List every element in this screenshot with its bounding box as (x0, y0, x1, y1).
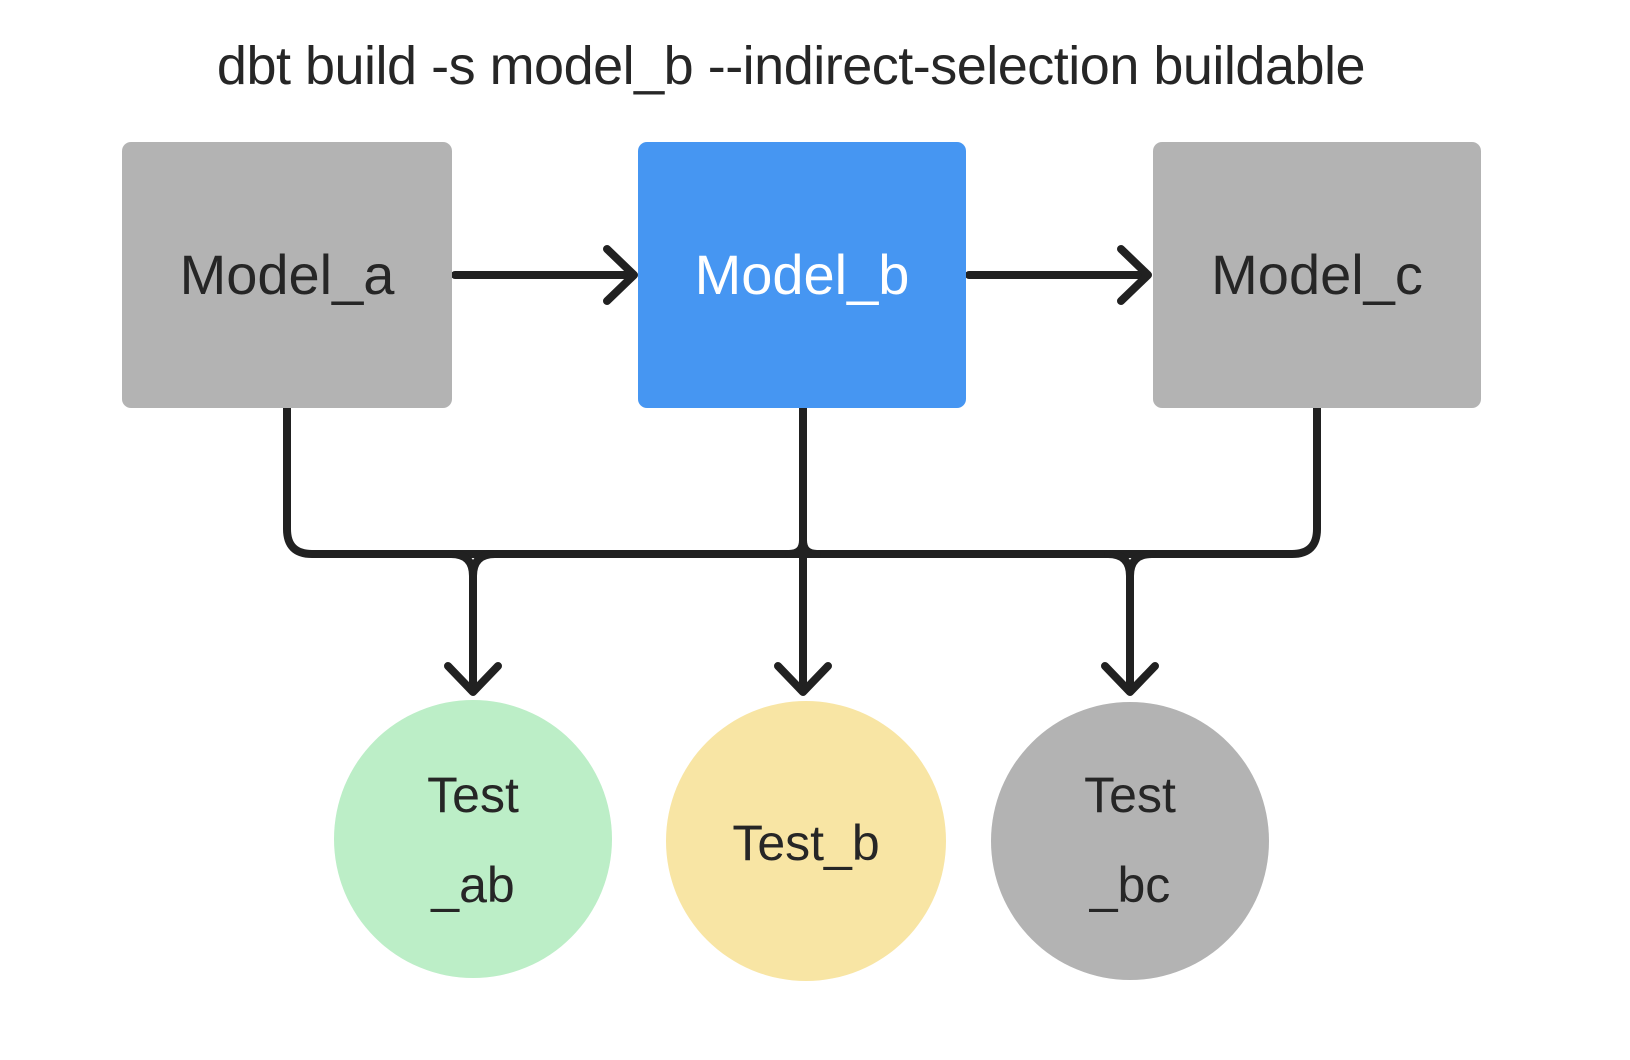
arrowhead-test-ab-icon (444, 662, 502, 696)
model-nodes: Model_a Model_b Model_c (122, 142, 1481, 408)
edge-stem-test-bc (1104, 550, 1156, 690)
node-model-b-label: Model_b (695, 243, 910, 306)
node-model-b (638, 142, 966, 408)
node-test-b-label: Test_b (732, 815, 879, 871)
node-test-b (666, 701, 946, 981)
test-nodes: Test _ab Test_b Test _bc (334, 700, 1269, 981)
node-model-a-label: Model_a (180, 243, 396, 306)
node-test-ab (334, 700, 612, 978)
arrowhead-test-bc-icon (1101, 662, 1159, 696)
node-model-c (1153, 142, 1481, 408)
node-test-bc-label-line1: Test (1084, 767, 1176, 823)
node-model-c-label: Model_c (1211, 243, 1423, 306)
node-test-bc (991, 702, 1269, 980)
node-model-a (122, 142, 452, 408)
arrowhead-test-b-icon (774, 662, 832, 696)
connector-lines (283, 245, 1321, 696)
node-test-ab-label-line1: Test (427, 767, 519, 823)
arrowhead-model-b-icon (603, 245, 638, 305)
edge-stem-model-b-test-b (785, 404, 821, 690)
arrowhead-model-c-icon (1117, 245, 1152, 305)
node-test-bc-label-line2: _bc (1089, 857, 1171, 913)
diagram-title: dbt build -s model_b --indirect-selectio… (217, 36, 1365, 96)
node-test-ab-label-line2: _ab (430, 857, 514, 913)
edge-stem-test-ab (447, 550, 499, 690)
